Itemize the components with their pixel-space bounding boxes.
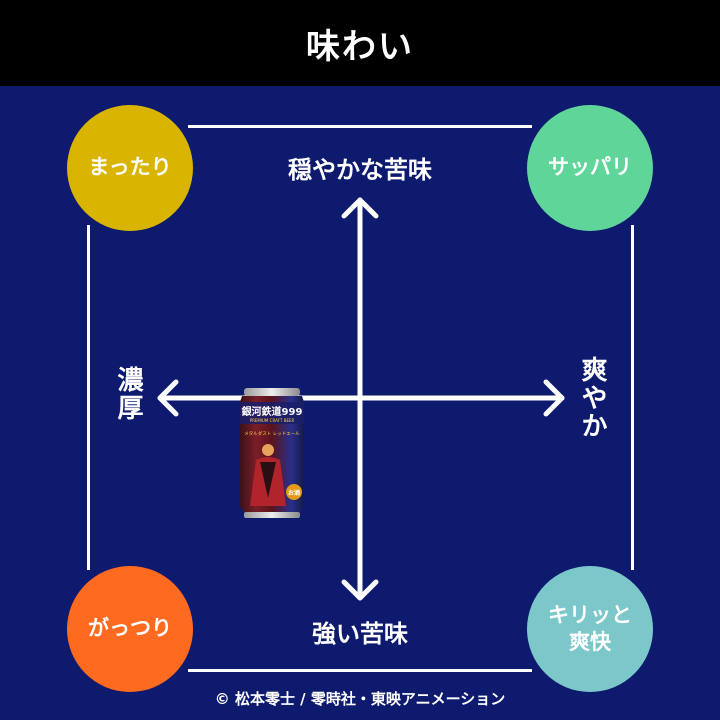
svg-text:銀河鉄道999: 銀河鉄道999 bbox=[242, 405, 303, 418]
copyright-footer: © 松本零士 / 零時社・東映アニメーション bbox=[0, 684, 720, 712]
can-title-text: 銀河鉄道999 bbox=[242, 405, 303, 418]
svg-text:PREMIUM CRAFT BEER: PREMIUM CRAFT BEER bbox=[250, 418, 295, 423]
circle-sappari-label: サッパリ bbox=[548, 154, 632, 181]
axis-label-right: 爽やか bbox=[574, 356, 611, 440]
axis-label-top: 穏やかな苦味 bbox=[280, 150, 440, 185]
circle-gattsuri-label: がっつり bbox=[88, 615, 172, 642]
circle-sappari: サッパリ bbox=[527, 105, 653, 231]
axis-label-left: 濃厚 bbox=[110, 366, 147, 422]
svg-text:お酒: お酒 bbox=[288, 489, 300, 497]
circle-mattari-label: まったり bbox=[88, 154, 171, 181]
svg-text:メタルダスト レッドエール: メタルダスト レッドエール bbox=[244, 430, 300, 437]
circle-mattari: まったり bbox=[67, 105, 193, 231]
circle-kiritto-soukai: キリッと 爽快 bbox=[527, 566, 653, 692]
circle-gattsuri: がっつり bbox=[67, 566, 193, 692]
beer-can-image: 銀河鉄道999 PREMIUM CRAFT BEER メタルダスト レッドエール… bbox=[238, 388, 306, 518]
axis-label-bottom: 強い苦味 bbox=[290, 614, 430, 649]
circle-kiritto-soukai-label: キリッと 爽快 bbox=[548, 602, 632, 657]
